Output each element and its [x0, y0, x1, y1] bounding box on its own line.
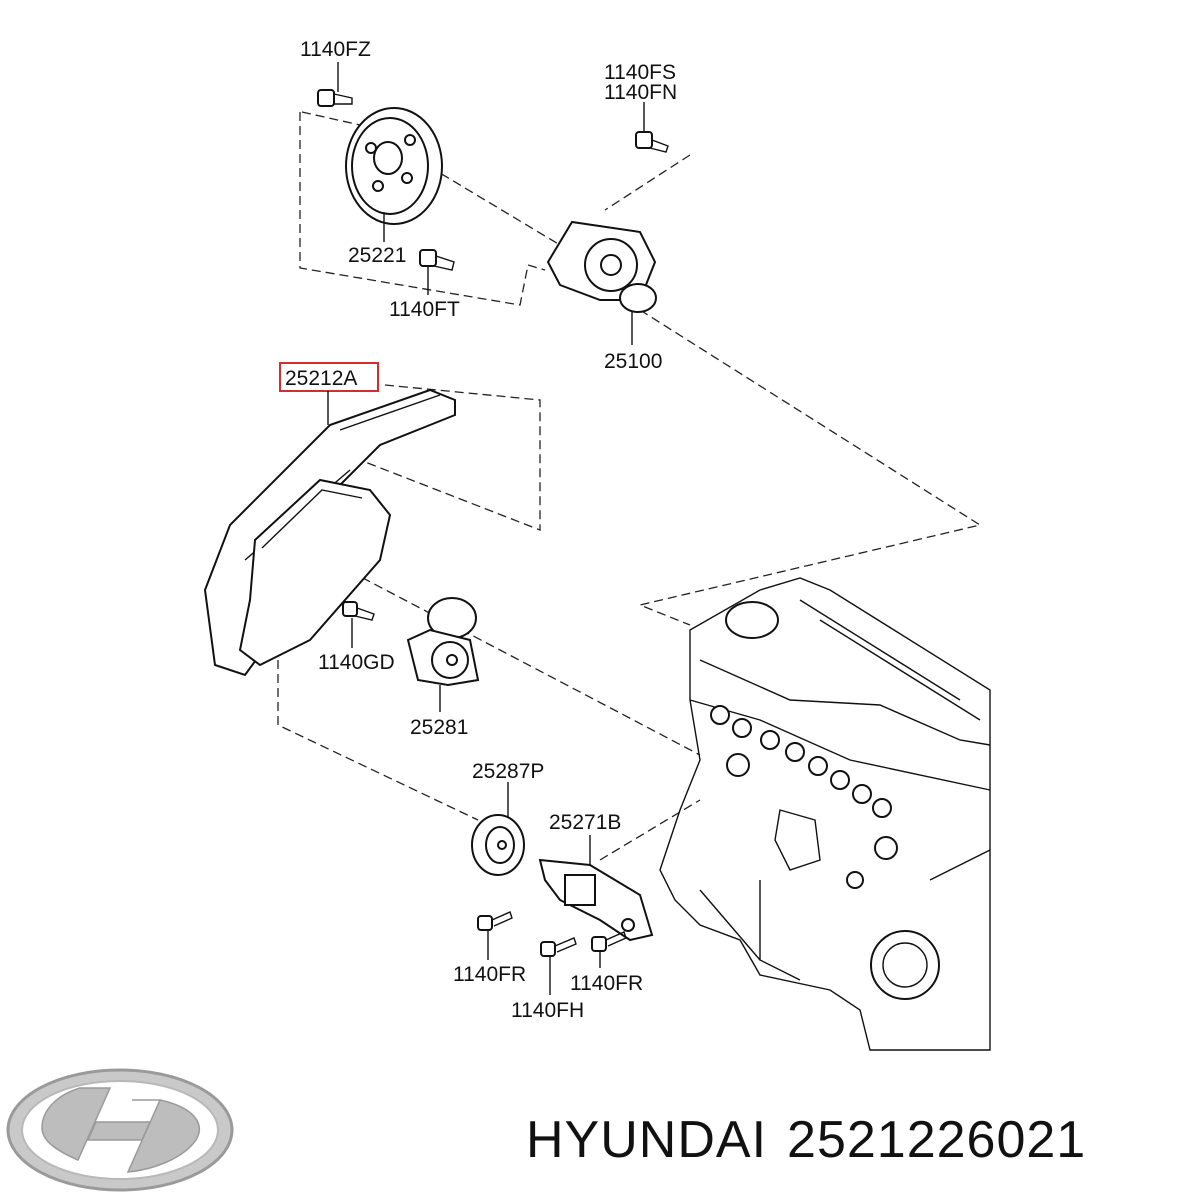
part-labels: 1140FZ 1140FS 1140FN 25221 1140FT 25100 …: [285, 38, 677, 1022]
idler-25287p: [471, 782, 525, 876]
label-25281: 25281: [410, 716, 468, 739]
label-1140fs: 1140FS: [604, 61, 676, 84]
pulley-25221: [345, 107, 443, 242]
bolt-1140fr-left: [477, 911, 513, 960]
label-1140gd: 1140GD: [318, 651, 395, 674]
label-25212a: 25212A: [285, 367, 357, 390]
hyundai-logo-icon: [6, 1068, 234, 1192]
bracket-25271b: [538, 835, 654, 942]
bolt-1140fs-fn: [635, 102, 669, 153]
label-1140fr-right: 1140FR: [570, 972, 643, 995]
bolt-1140fr-right: [591, 931, 627, 968]
part-number: 2521226021: [787, 1111, 1087, 1169]
bolt-1140fz: [317, 62, 353, 107]
label-25100: 25100: [604, 350, 662, 373]
bolt-1140gd: [342, 601, 375, 648]
label-1140ft: 1140FT: [389, 298, 460, 321]
label-1140fn: 1140FN: [604, 81, 677, 104]
footer-caption: HYUNDAI 2521226021: [526, 1110, 1106, 1170]
brand-name: HYUNDAI: [526, 1111, 768, 1169]
label-1140fh: 1140FH: [511, 999, 584, 1022]
label-25221: 25221: [348, 244, 406, 267]
highlight-box: [279, 362, 379, 392]
label-25271b: 25271B: [549, 811, 621, 834]
tensioner-25281: [406, 597, 480, 712]
engine-block: [659, 577, 991, 1051]
label-1140fr-left: 1140FR: [453, 963, 526, 986]
label-1140fz: 1140FZ: [300, 38, 371, 61]
label-25287p: 25287P: [472, 760, 544, 783]
assembly-dash-lines: [277, 111, 982, 861]
bolt-1140ft: [419, 249, 455, 295]
belt-25212a: [203, 362, 456, 677]
water-pump-25100: [546, 220, 657, 345]
bolt-1140fh: [540, 937, 577, 995]
